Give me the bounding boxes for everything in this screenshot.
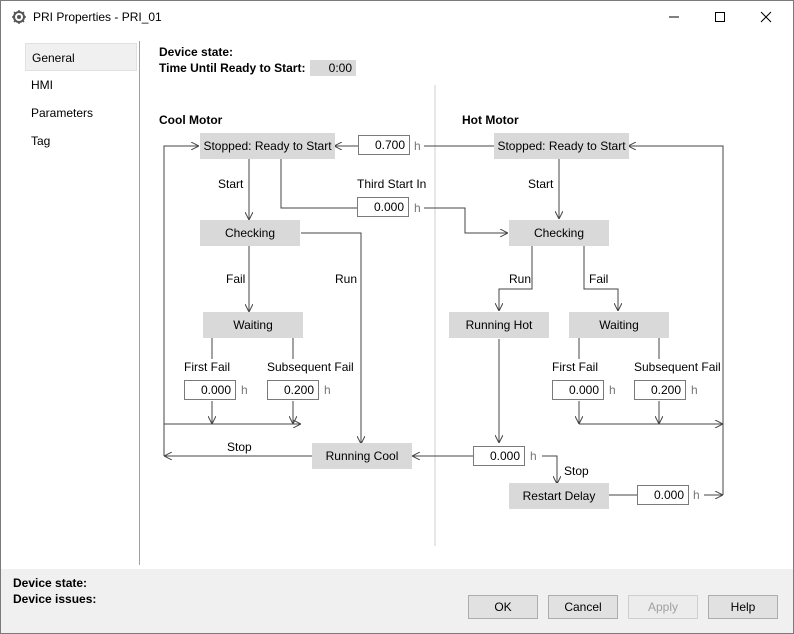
hot-running-delay-unit: h [530,449,537,463]
help-button[interactable]: Help [708,595,778,619]
hot-stopped-state: Stopped: Ready to Start [494,133,629,159]
apply-button[interactable]: Apply [628,595,698,619]
cool-subsequent-fail-label: Subsequent Fail [267,360,354,374]
maximize-icon [715,12,725,22]
cancel-button[interactable]: Cancel [548,595,618,619]
footer-device-state-label: Device state: [13,576,88,590]
hot-running-state: Running Hot [449,312,549,338]
minimize-icon [669,16,679,18]
cool-restart-delay-input[interactable] [358,135,410,155]
device-state-label: Device state: [159,45,234,59]
time-until-ready-value: 0:00 [310,60,356,76]
hot-start-label: Start [528,177,554,191]
nav-item-hmi[interactable]: HMI [31,78,53,92]
close-button[interactable] [743,1,789,33]
nav-item-parameters[interactable]: Parameters [31,106,94,120]
window-title: PRI Properties - PRI_01 [33,10,162,24]
hot-fail-label: Fail [589,272,609,286]
cool-stop-label: Stop [227,440,252,454]
third-start-unit: h [414,201,421,215]
cool-stopped-state: Stopped: Ready to Start [200,133,335,159]
hot-running-delay-input[interactable] [473,446,525,466]
category-nav: General HMI Parameters Tag [23,41,140,565]
third-start-label: Third Start In [357,177,427,191]
time-until-ready-label: Time Until Ready to Start: [159,61,306,75]
cool-start-label: Start [218,177,244,191]
cool-checking-state: Checking [200,220,300,246]
hot-restart-delay-input[interactable] [637,485,689,505]
hot-first-fail-unit: h [609,383,616,397]
minimize-button[interactable] [651,1,697,33]
hot-restart-delay-state: Restart Delay [509,483,609,509]
hot-first-fail-label: First Fail [552,360,598,374]
hot-checking-state: Checking [509,220,609,246]
close-icon [760,11,772,23]
cool-subsequent-fail-unit: h [324,383,331,397]
cool-subsequent-fail-input[interactable] [267,380,319,400]
cool-running-state: Running Cool [312,443,412,469]
gear-icon [12,10,26,24]
ok-button[interactable]: OK [468,595,538,619]
cool-motor-title: Cool Motor [159,113,223,127]
cool-waiting-state: Waiting [203,312,303,338]
hot-restart-delay-unit: h [693,488,700,502]
hot-subsequent-fail-input[interactable] [634,380,686,400]
hot-subsequent-fail-unit: h [691,383,698,397]
hot-waiting-state: Waiting [569,312,669,338]
hot-motor-title: Hot Motor [462,113,519,127]
maximize-button[interactable] [697,1,743,33]
title-bar: PRI Properties - PRI_01 [1,1,793,33]
nav-item-general[interactable]: General [25,43,137,71]
footer-device-issues-label: Device issues: [13,592,97,606]
cool-restart-delay-unit: h [414,139,421,153]
hot-subsequent-fail-label: Subsequent Fail [634,360,721,374]
third-start-input[interactable] [357,197,409,217]
cool-first-fail-input[interactable] [184,380,236,400]
nav-item-tag[interactable]: Tag [31,134,51,148]
cool-fail-label: Fail [226,272,246,286]
hot-stop-label: Stop [564,464,589,478]
hot-run-label: Run [509,272,532,286]
hot-first-fail-input[interactable] [552,380,604,400]
cool-run-label: Run [335,272,358,286]
cool-first-fail-unit: h [241,383,248,397]
cool-first-fail-label: First Fail [184,360,230,374]
